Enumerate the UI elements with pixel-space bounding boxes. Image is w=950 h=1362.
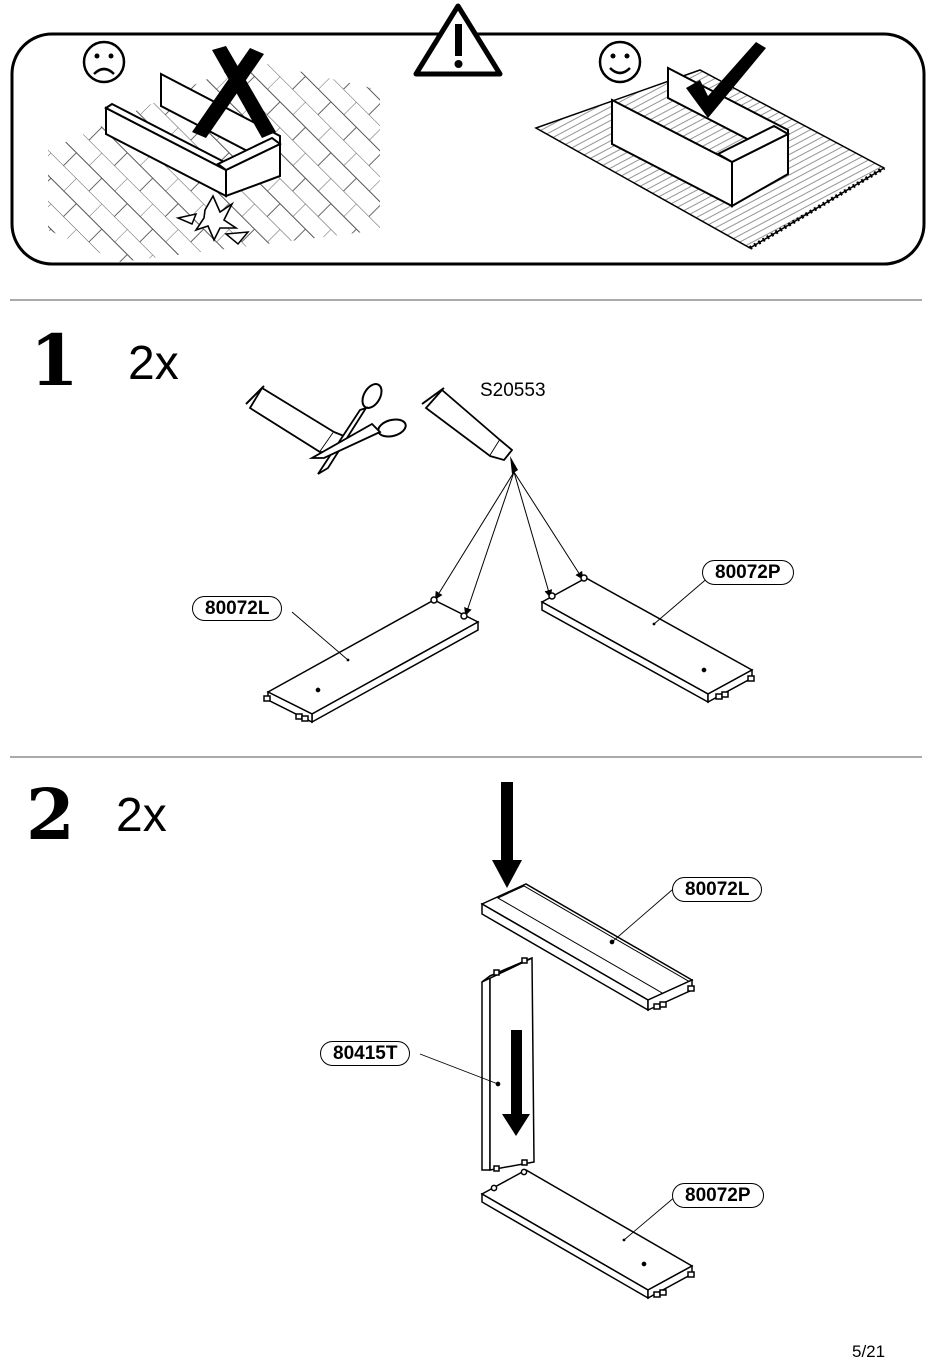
leader-line <box>624 1196 676 1240</box>
warning-panel <box>12 6 924 264</box>
step1-number: 1 <box>30 326 79 396</box>
leader-line <box>292 612 348 660</box>
board-80072P <box>542 575 754 702</box>
page-number: 5/21 <box>852 1342 885 1362</box>
board-80072P <box>482 1169 694 1298</box>
panel-80415T <box>482 958 534 1171</box>
step2-number: 2 <box>26 780 75 850</box>
leader-line <box>612 890 672 942</box>
leader-line <box>654 576 710 624</box>
step2-quantity: 2x <box>116 792 167 840</box>
part-label-80072P: 80072P <box>702 560 794 585</box>
step2-illustration <box>420 782 694 1298</box>
arrow-down-icon <box>492 782 522 888</box>
glue-tube-cut-icon <box>246 381 408 474</box>
step1-quantity: 2x <box>128 340 179 388</box>
sad-face-icon <box>84 42 124 82</box>
part-label-80072L: 80072L <box>192 596 282 621</box>
step1-illustration <box>246 381 754 722</box>
part-label-80415T: 80415T <box>320 1041 410 1066</box>
glue-code: S20553 <box>480 380 546 402</box>
part-label-80072P: 80072P <box>672 1183 764 1208</box>
happy-face-icon <box>600 42 640 82</box>
part-label-80072L: 80072L <box>672 877 762 902</box>
